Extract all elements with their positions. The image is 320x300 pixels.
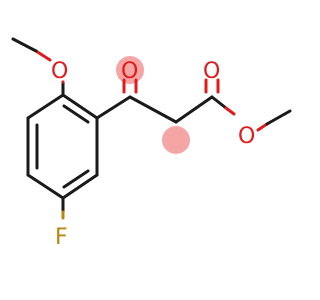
ester-oxygen-label: O [238, 124, 255, 149]
bond-ester-oxygen-half [224, 106, 236, 116]
alpha-carbon-highlight [162, 126, 190, 154]
fluorine-label: F [55, 225, 68, 250]
bond-ester-carbon-oxygen [210, 95, 228, 110]
ring-bond-c6-c1 [26, 93, 65, 120]
methoxy-oxygen-label: O [51, 59, 68, 84]
ester-carbonyl-oxygen-label: O [203, 59, 220, 84]
bond-ester-oxygen-methyl-half [256, 122, 269, 132]
bond-ester-methyl [265, 109, 292, 126]
ring-bond-c3-c4 [61, 173, 99, 200]
ring-bond-c1-c2 [61, 93, 99, 120]
bond-carbonyl-alpha-carbon [128, 95, 178, 124]
molecule-diagram: O F O O O [11, 37, 292, 250]
bond-ring-carbonyl-carbon [95, 95, 132, 120]
bond-methoxy-methyl [11, 37, 38, 53]
ketone-oxygen-highlight [116, 56, 144, 84]
bond-alpha-ester-carbon [174, 95, 214, 124]
ketone-oxygen-label: O [121, 59, 138, 84]
ring-bond-c4-c5 [26, 173, 65, 200]
ring-inner-bond-2 [62, 169, 90, 189]
ring-inner-bond-1 [62, 104, 90, 124]
bond-methoxy-o-methyl [34, 49, 52, 62]
